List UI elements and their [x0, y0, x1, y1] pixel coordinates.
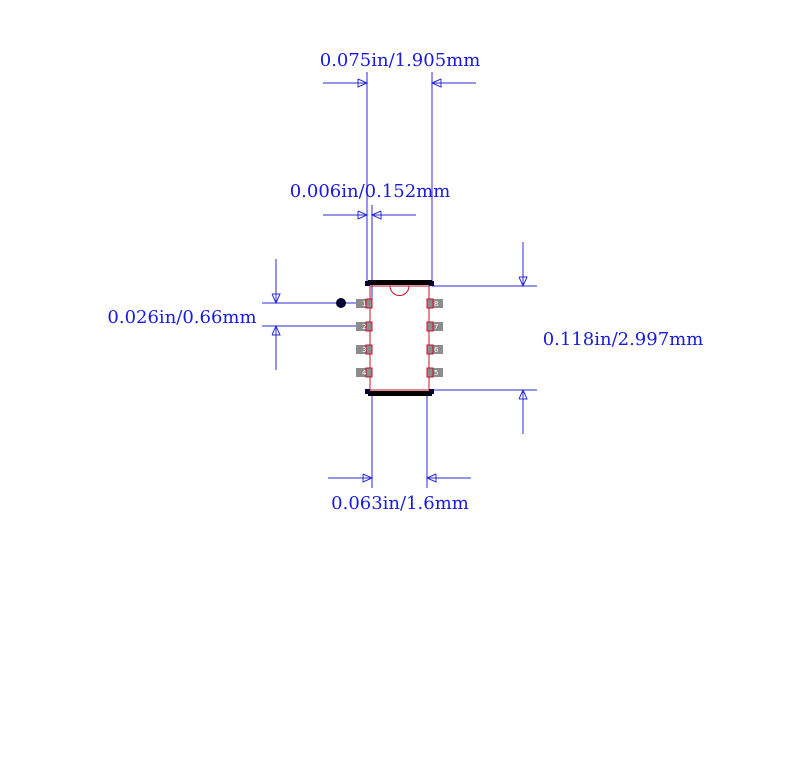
pad-width-dimension: 0.006in/0.152mm — [290, 181, 451, 300]
corner-marker-bl — [365, 389, 370, 394]
lead-span-label: 0.063in/1.6mm — [331, 493, 469, 514]
silkscreen-bottom — [368, 391, 432, 396]
pin-pad: 6 — [426, 344, 443, 355]
corner-marker-tr — [429, 281, 434, 286]
pin-pitch-label: 0.026in/0.66mm — [107, 307, 256, 328]
pin-number: 6 — [434, 346, 439, 354]
pin-pad: 3 — [356, 344, 373, 355]
pins-right: 8 7 6 5 — [426, 298, 443, 378]
corner-marker-tl — [365, 281, 370, 286]
body-width-label: 0.075in/1.905mm — [320, 50, 481, 71]
pin-pad: 2 — [356, 321, 373, 332]
pin-number: 1 — [362, 300, 366, 308]
corner-marker-br — [429, 389, 434, 394]
pin-pad: 1 — [356, 298, 373, 309]
body-width-dimension: 0.075in/1.905mm — [320, 50, 481, 285]
pin-pitch-dimension: 0.026in/0.66mm — [107, 259, 366, 370]
pin-number: 3 — [362, 346, 366, 354]
pin-pad: 7 — [426, 321, 443, 332]
pin-pad: 8 — [426, 298, 443, 309]
pin1-notch — [389, 285, 410, 296]
pin1-dot — [336, 298, 346, 308]
body-outline — [369, 285, 430, 391]
pin-number: 4 — [362, 369, 367, 377]
pin-number: 5 — [434, 369, 438, 377]
package-body — [336, 280, 434, 396]
pin-number: 2 — [362, 323, 366, 331]
pin-pad: 5 — [426, 367, 443, 378]
pin-number: 8 — [434, 300, 438, 308]
silkscreen-top — [368, 280, 432, 285]
lead-span-dimension: 0.063in/1.6mm — [328, 395, 471, 514]
body-length-label: 0.118in/2.997mm — [543, 329, 704, 350]
pad-width-label: 0.006in/0.152mm — [290, 181, 451, 202]
pins-left: 1 2 3 4 — [356, 298, 373, 378]
pin-number: 7 — [434, 323, 438, 331]
body-length-dimension: 0.118in/2.997mm — [432, 242, 703, 434]
pin-pad: 4 — [356, 367, 373, 378]
